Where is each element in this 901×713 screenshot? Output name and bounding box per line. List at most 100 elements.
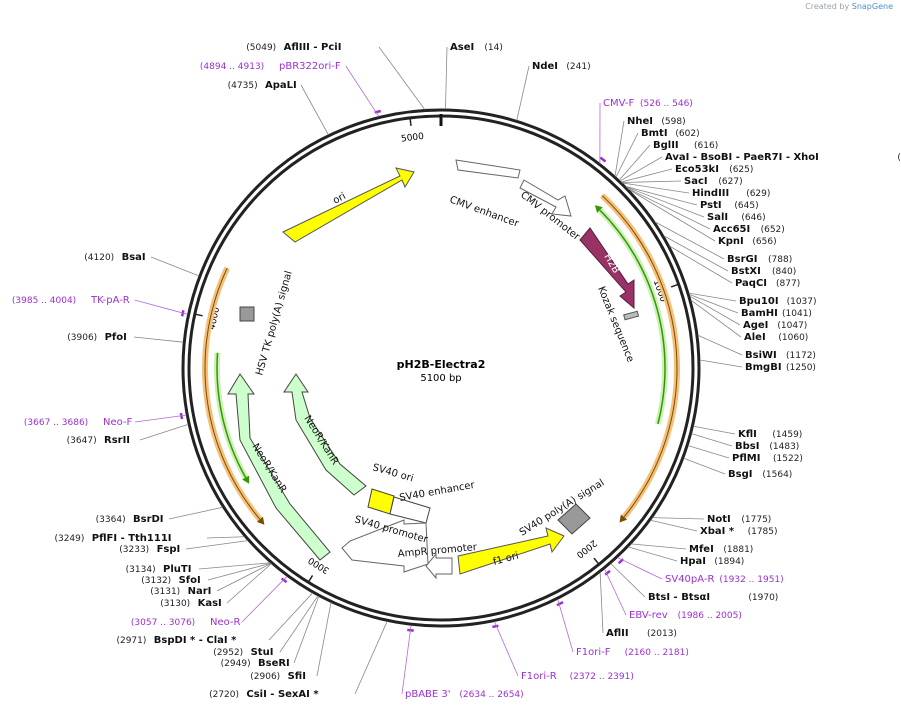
primer-neo-r-name: Neo-R bbox=[210, 617, 241, 628]
primer-leader-line bbox=[494, 621, 519, 677]
enzyme-leader-line bbox=[139, 423, 189, 441]
plasmid-name: pH2B-Electra2 bbox=[397, 358, 486, 371]
enzyme-sali-position: (646) bbox=[741, 213, 765, 223]
enzyme-fspi-position: (3233) bbox=[119, 545, 149, 555]
neo-inner-feature bbox=[283, 373, 367, 496]
enzyme-nari-name: NarI bbox=[188, 586, 212, 597]
enzyme-apali-position: (4735) bbox=[228, 81, 258, 91]
cmv-enhancer-label: CMV enhancer bbox=[448, 194, 521, 230]
enzyme-leader-line bbox=[689, 295, 741, 326]
enzyme-paqci-name: PaqCI bbox=[735, 278, 767, 289]
primer-pbabe-3-name: pBABE 3' bbox=[405, 689, 451, 700]
enzyme-sfii-name: SfiI bbox=[288, 671, 306, 682]
enzyme-sfoi-position: (3132) bbox=[141, 576, 171, 586]
enzyme-leader-line bbox=[669, 245, 733, 284]
enzyme-leader-line bbox=[688, 292, 737, 302]
primer-binding-mark bbox=[604, 569, 611, 576]
enzyme-pluti-name: PluTI bbox=[163, 564, 191, 575]
enzyme-alei-position: (1060) bbox=[778, 333, 808, 343]
enzyme-leader-line bbox=[689, 293, 739, 314]
enzyme-leader-line bbox=[663, 235, 729, 272]
enzyme-bbsi-name: BbsI bbox=[735, 441, 759, 452]
ampr-promoter-feature bbox=[425, 552, 453, 580]
primer-leader-line bbox=[241, 576, 288, 623]
enzyme-leader-line bbox=[650, 519, 698, 532]
enzyme-kpni-name: KpnI bbox=[718, 236, 744, 247]
site-labels: AflIII - PciI(5049)AseI(14)NdeI(241)ApaL… bbox=[12, 42, 901, 700]
enzyme-saci-position: (627) bbox=[718, 177, 742, 187]
primer-neo-f-position: (3667 .. 3686) bbox=[24, 418, 88, 428]
enzyme-leader-line bbox=[652, 517, 705, 520]
enzyme-leader-line bbox=[378, 46, 426, 110]
enzyme-leader-line bbox=[654, 221, 725, 260]
hsv-tk-polya-feature bbox=[239, 306, 255, 322]
enzyme-kfli-position: (1459) bbox=[772, 430, 802, 440]
enzyme-leader-line bbox=[226, 563, 272, 604]
f1-ori-feature bbox=[457, 527, 565, 575]
primer-pbr322ori-f-position: (4894 .. 4913) bbox=[200, 62, 264, 72]
enzyme-asei-name: AseI bbox=[450, 42, 474, 53]
primer-sv40pa-r-name: SV40pA-R bbox=[665, 574, 714, 585]
sv40-promoter-feature bbox=[341, 519, 429, 573]
enzyme-aflIII-pcil-name: AflIII - PciI bbox=[284, 42, 342, 53]
enzyme-bsgi-position: (1564) bbox=[762, 470, 792, 480]
enzyme-aflii-position: (2013) bbox=[647, 629, 677, 639]
enzyme-pflfi-position: (3249) bbox=[54, 534, 84, 544]
enzyme-bsgi-name: BsgI bbox=[728, 469, 752, 480]
enzyme-csii-position: (2720) bbox=[209, 690, 239, 700]
enzyme-kfli-name: KflI bbox=[738, 429, 757, 440]
primer-leader-line bbox=[134, 414, 187, 423]
enzyme-kpni-position: (656) bbox=[752, 237, 776, 247]
enzyme-leader-line bbox=[293, 596, 320, 664]
enzyme-btsi-position: (1970) bbox=[748, 593, 778, 603]
credit-prefix: Created by bbox=[805, 2, 850, 11]
primer-f1ori-r-position: (2372 .. 2391) bbox=[570, 672, 634, 682]
enzyme-hindiii-position: (629) bbox=[746, 189, 770, 199]
enzyme-stui-position: (2952) bbox=[213, 648, 243, 658]
enzyme-nari-position: (3131) bbox=[150, 587, 180, 597]
enzyme-xbai-position: (1785) bbox=[748, 527, 778, 537]
tick-mark bbox=[670, 283, 678, 288]
enzyme-ndei-position: (241) bbox=[566, 62, 590, 72]
enzyme-csii-name: CsiI - SexAI * bbox=[246, 689, 319, 700]
enzyme-leader-line bbox=[628, 546, 678, 562]
enzyme-agei-position: (1047) bbox=[777, 321, 807, 331]
primer-leader-line bbox=[134, 299, 188, 315]
primer-pbabe-3-position: (2634 .. 2654) bbox=[459, 690, 523, 700]
enzyme-kasi-position: (3130) bbox=[160, 599, 190, 609]
tick-label: 2000 bbox=[574, 537, 598, 559]
sv40-ori-feature bbox=[367, 488, 395, 515]
primer-binding-mark bbox=[492, 624, 499, 629]
primer-binding-mark bbox=[599, 156, 607, 163]
sv40-polya-label: SV40 poly(A) signal bbox=[518, 477, 607, 538]
enzyme-avai-name: AvaI - BsoBI - PaeR7I - XhoI bbox=[665, 152, 819, 163]
enzyme-bstxi-name: BstXI bbox=[731, 266, 761, 277]
enzyme-bglii-position: (616) bbox=[694, 141, 718, 151]
enzyme-bglii-name: BglII bbox=[653, 140, 679, 151]
enzyme-leader-line bbox=[516, 65, 530, 121]
enzyme-bbsi-position: (1483) bbox=[769, 442, 799, 452]
cmv-promoter-feature bbox=[519, 179, 572, 217]
enzyme-leader-line bbox=[207, 562, 271, 581]
enzyme-leader-line bbox=[599, 572, 604, 634]
enzyme-hpai-position: (1894) bbox=[714, 557, 744, 567]
enzyme-psti-position: (645) bbox=[734, 201, 758, 211]
enzyme-mfei-name: MfeI bbox=[689, 544, 714, 555]
enzyme-btsi-name: BtsI - BtsαI bbox=[648, 592, 710, 603]
primer-neo-r-position: (3057 .. 3076) bbox=[131, 618, 195, 628]
enzyme-leader-line bbox=[614, 120, 625, 177]
primer-binding-mark bbox=[556, 600, 564, 607]
green-arc-right-core bbox=[599, 209, 666, 425]
enzyme-psti-name: PstI bbox=[700, 200, 722, 211]
enzyme-leader-line bbox=[206, 536, 245, 539]
sv40-polya-feature bbox=[557, 503, 591, 535]
enzyme-leader-line bbox=[354, 621, 388, 695]
primer-leader-line bbox=[557, 599, 574, 653]
orange-arc-right-core bbox=[601, 195, 678, 518]
primer-cmv-f-name: CMV-F bbox=[603, 98, 634, 109]
enzyme-leader-line bbox=[216, 563, 272, 592]
enzyme-eco53ki-name: Eco53kI bbox=[675, 164, 719, 175]
enzyme-bspdi-position: (2971) bbox=[116, 636, 146, 646]
primer-binding-mark bbox=[280, 577, 288, 584]
